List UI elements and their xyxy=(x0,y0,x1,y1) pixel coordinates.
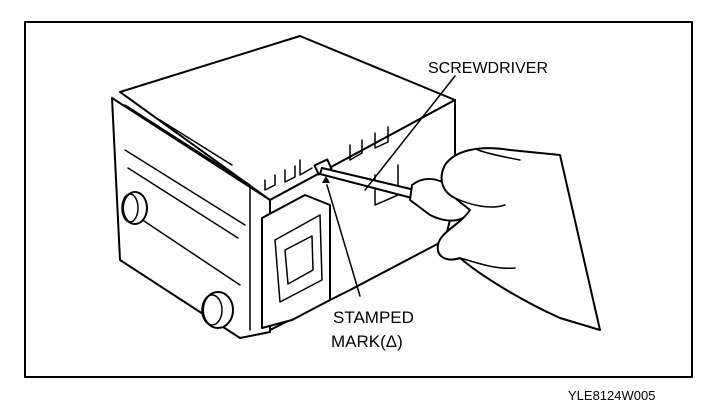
right-knob xyxy=(202,291,234,329)
finger-crease-1 xyxy=(454,197,506,208)
front-slot-lower xyxy=(127,167,239,239)
screwdriver-label: SCREWDRIVER xyxy=(428,60,548,77)
hand-outline xyxy=(436,147,601,331)
finger-crease-2 xyxy=(459,257,516,270)
front-bezel-edge xyxy=(124,104,251,331)
front-ridge xyxy=(134,214,241,286)
right-knob-rim xyxy=(201,294,223,326)
left-knob xyxy=(122,191,148,225)
hand-illustration xyxy=(436,147,601,331)
bracket-window xyxy=(274,214,323,303)
radio-unit xyxy=(111,35,456,339)
screwdriver xyxy=(319,167,471,222)
screwdriver-leader-line xyxy=(364,75,456,191)
stamped-label-line2: MARK(Δ) xyxy=(331,332,403,351)
top-tab-1 xyxy=(264,174,276,191)
front-slot-upper xyxy=(124,149,246,226)
top-tab-5 xyxy=(374,126,389,149)
top-tab-2 xyxy=(284,165,296,183)
figure-frame xyxy=(24,21,693,378)
side-cutout xyxy=(374,164,399,206)
left-knob-rim xyxy=(121,193,139,223)
top-tab-4 xyxy=(349,139,363,161)
bracket-inner xyxy=(284,235,314,285)
stamped-label-line1: STAMPED xyxy=(333,308,414,327)
top-tab-3 xyxy=(299,159,313,176)
figure-code: YLE8124W005 xyxy=(568,388,655,403)
stamped-mark-triangle xyxy=(322,176,330,183)
stamped-mark-leader-line xyxy=(326,184,361,297)
hand-wrinkle xyxy=(477,149,521,161)
front-top-ridge xyxy=(159,119,233,166)
